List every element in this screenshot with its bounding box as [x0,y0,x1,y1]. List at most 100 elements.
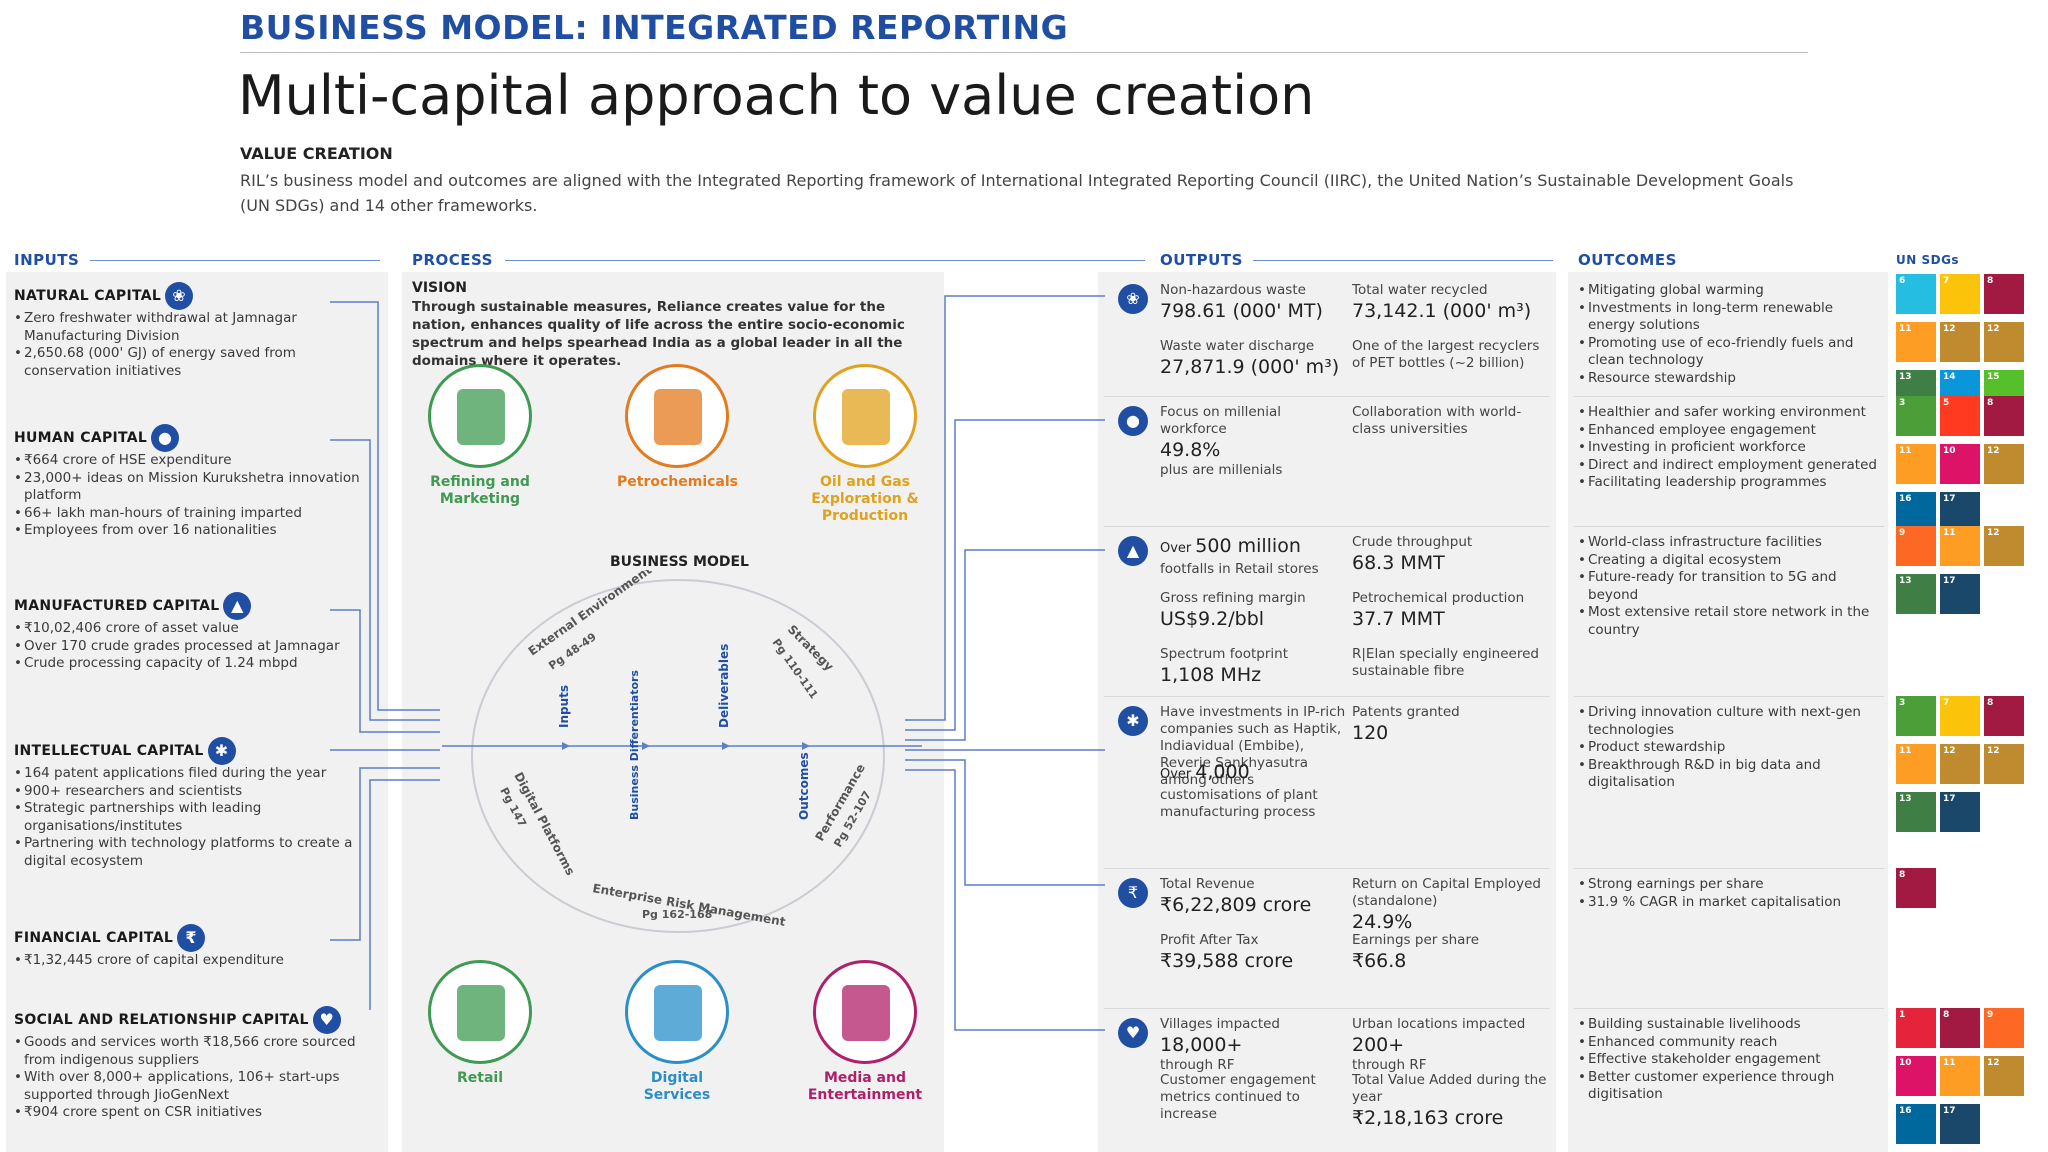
input-bullet-list: 164 patent applications filed during the… [14,765,384,870]
output-metric-value: ₹2,18,163 crore [1352,1106,1548,1130]
digital-person-icon [625,960,729,1064]
output-metric-number: 27,871.9 (000' m³) [1160,356,1340,378]
input-block: NATURAL CAPITAL❀Zero freshwater withdraw… [14,282,384,380]
sdg-goal-number: 8 [1987,398,1994,408]
sdg-goal-number: 12 [1943,324,1956,334]
outcome-bullet: Product stewardship [1578,739,1878,757]
business-segment-label: Media and Entertainment [807,1070,923,1103]
sdg-goal-number: 9 [1987,1010,1994,1020]
business-segment: Oil and Gas Exploration & Production [805,364,925,525]
output-metric-label: Focus on millenial workforce [1160,404,1281,437]
sdg-goal-number: 3 [1899,398,1906,408]
output-metric: Profit After Tax₹39,588 crore [1160,932,1346,973]
sdg-goal-number: 8 [1943,1010,1950,1020]
output-metric: R|Elan specially engineered sustainable … [1352,646,1548,680]
sdg-goal-number: 1 [1899,1010,1906,1020]
input-bullet-list: Zero freshwater withdrawal at Jamnagar M… [14,310,384,380]
output-metric-value: 200+ [1352,1033,1548,1057]
vision-text: Through sustainable measures, Reliance c… [412,299,905,369]
input-bullet: Goods and services worth ₹18,566 crore s… [14,1034,384,1069]
business-segment-label: Retail [456,1070,503,1086]
output-metric-label: One of the largest recyclers of PET bott… [1352,338,1540,371]
sdg-goal-number: 12 [1943,746,1956,756]
sdg-goal-icon: 13 [1896,574,1936,614]
ring-label-erm-page: Pg 162-168 [642,908,712,921]
sdg-goal-icon: 10 [1896,1056,1936,1096]
sdg-goal-number: 12 [1987,746,2000,756]
output-metric-number: 1,108 MHz [1160,664,1262,686]
outcome-separator [1574,1008,1884,1009]
business-segment-label: Digital Services [643,1070,711,1103]
outcome-bullet: Building sustainable livelihoods [1578,1016,1878,1034]
petrochemicals-icon [625,364,729,468]
sdg-goal-icon: 11 [1896,744,1936,784]
output-metric-value: 49.8% [1160,438,1346,462]
outcome-separator [1574,868,1884,869]
sdg-goal-icon: 6 [1896,274,1936,314]
input-bullet: Zero freshwater withdrawal at Jamnagar M… [14,310,384,345]
brain-icon: ✱ [207,737,236,765]
output-metric: Patents granted 120 [1352,704,1548,745]
sdg-goal-number: 12 [1987,324,2000,334]
input-block: MANUFACTURED CAPITAL▲₹10,02,406 crore of… [14,592,384,673]
sdg-goal-number: 6 [1899,276,1906,286]
output-metric-number: 24.9% [1352,911,1413,933]
sdg-goal-number: 11 [1943,1058,1956,1068]
sdg-goal-icon: 12 [1984,1056,2024,1096]
outcome-bullet: 31.9 % CAGR in market capitalisation [1578,894,1878,912]
input-bullet: 2,650.68 (000' GJ) of energy saved from … [14,345,384,380]
sdg-goal-number: 11 [1899,324,1912,334]
outcome-separator [1574,396,1884,397]
input-capital-title: HUMAN CAPITAL● [14,424,384,452]
output-metric: Total Value Added during the year₹2,18,1… [1352,1072,1548,1130]
outcome-bullet: Mitigating global warming [1578,282,1878,300]
outcome-bullet-list: Healthier and safer working environmentE… [1578,404,1878,492]
output-metric: Earnings per share₹66.8 [1352,932,1548,973]
segment-illustration [457,985,505,1041]
leaf-icon: ❀ [1118,284,1148,314]
sdg-goal-icon: 9 [1984,1008,2024,1048]
input-connector-lines [330,301,440,1010]
output-metric: Have investments in IP-rich companies su… [1160,704,1346,789]
output-metric-value: 120 [1352,721,1548,745]
shopping-bag-icon [428,960,532,1064]
outcome-bullet: Resource stewardship [1578,370,1878,388]
output-metric: Customer engagement metrics continued to… [1160,1072,1346,1123]
person-icon: ● [151,424,180,452]
output-metric-value: ₹66.8 [1352,949,1548,973]
outcome-separator [1574,696,1884,697]
output-metric-number: 120 [1352,722,1389,744]
outcome-bullet: Enhanced community reach [1578,1034,1878,1052]
inputs-arrow-line [90,260,380,261]
sdg-goal-number: 16 [1899,1106,1912,1116]
business-segment-label: Oil and Gas Exploration & Production [811,474,919,524]
outcome-bullet: Healthier and safer working environment [1578,404,1878,422]
sdg-goal-number: 8 [1899,870,1906,880]
output-metric-label: Patents granted [1352,704,1460,720]
output-metric-sub: customisations of plant manufacturing pr… [1160,787,1318,820]
sdg-goal-number: 12 [1987,528,2000,538]
sdg-goal-number: 17 [1943,794,1956,804]
input-bullet-list: ₹664 crore of HSE expenditure23,000+ ide… [14,452,384,540]
outcome-bullet: Effective stakeholder engagement [1578,1051,1878,1069]
outcome-bullet-list: Strong earnings per share31.9 % CAGR in … [1578,876,1878,911]
input-bullet: 23,000+ ideas on Mission Kurukshetra inn… [14,470,384,505]
outcome-bullet: Direct and indirect employment generated [1578,457,1878,475]
outcome-bullet: World-class infrastructure facilities [1578,534,1878,552]
output-metric-label: Return on Capital Employed (standalone) [1352,876,1541,909]
value-creation-heading: VALUE CREATION [240,144,393,163]
output-metric-number: 500 million [1195,535,1301,557]
handshake-icon: ♥ [312,1006,341,1034]
output-metric-label: Crude throughput [1352,534,1473,550]
